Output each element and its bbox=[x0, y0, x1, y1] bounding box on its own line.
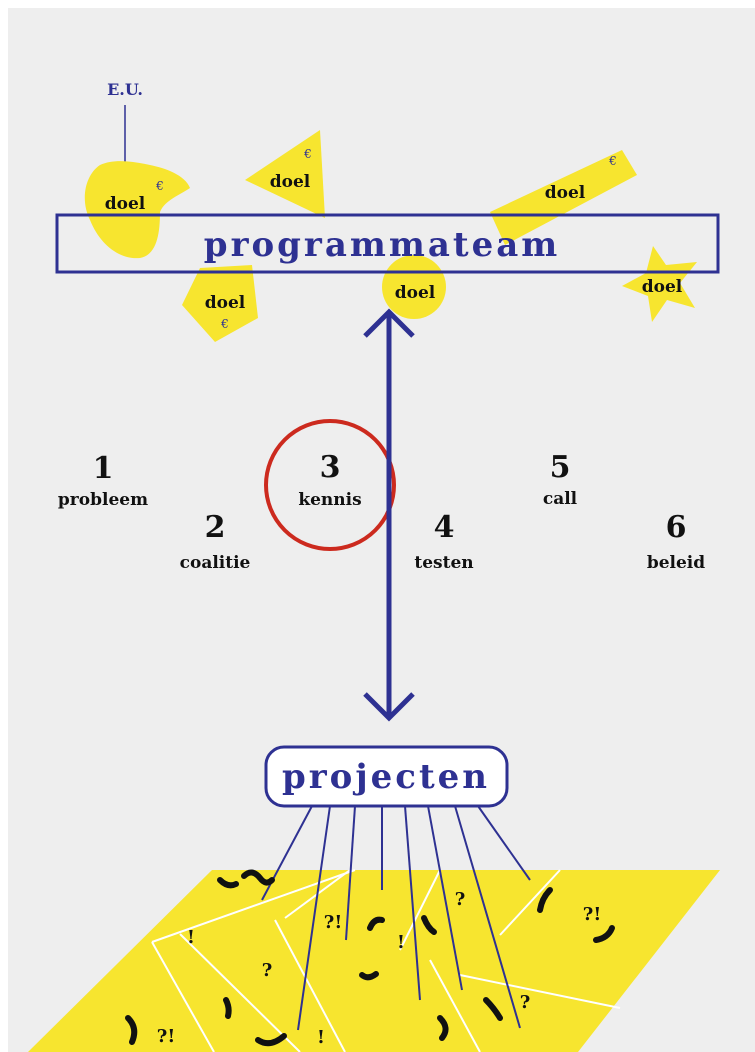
mark-exclaim-2: ! bbox=[397, 932, 405, 953]
goal-triangle-shape bbox=[245, 130, 325, 218]
step-4-label: testen bbox=[414, 553, 473, 573]
step-5-label: call bbox=[543, 489, 578, 509]
goal-star-label: doel bbox=[642, 277, 683, 297]
projecten-box bbox=[264, 745, 509, 808]
goal-star-shape bbox=[622, 246, 697, 322]
goal-bar-shape bbox=[490, 150, 637, 245]
projecten-label: projecten bbox=[282, 757, 490, 797]
mark-question-3: ? bbox=[520, 992, 531, 1013]
programmateam-box bbox=[55, 213, 720, 274]
mark-interrobang-1: ?! bbox=[324, 912, 342, 933]
step-3-label: kennis bbox=[298, 490, 361, 510]
goal-pentagon-euro: € bbox=[220, 317, 229, 331]
step-4-number: 4 bbox=[434, 510, 455, 545]
step-6-number: 6 bbox=[666, 510, 687, 545]
step-5-number: 5 bbox=[550, 450, 571, 485]
mark-interrobang-3: ?! bbox=[157, 1026, 175, 1047]
goal-bar-label: doel bbox=[545, 183, 586, 203]
step-2-label: coalitie bbox=[180, 553, 251, 573]
mark-exclaim-1: ! bbox=[187, 927, 195, 948]
goal-pentagon-label: doel bbox=[205, 293, 246, 313]
mark-question-1: ? bbox=[455, 889, 466, 910]
goal-blob-shape bbox=[84, 161, 190, 259]
main-arrow-head-bottom bbox=[363, 692, 415, 722]
mark-question-2: ? bbox=[262, 960, 273, 981]
main-arrow-head-top bbox=[363, 308, 415, 338]
step-3-number: 3 bbox=[320, 450, 341, 485]
goal-blob-label: doel bbox=[105, 194, 146, 214]
programmateam-label: programmateam bbox=[204, 225, 560, 265]
goal-triangle-label: doel bbox=[270, 172, 311, 192]
goal-triangle-euro: € bbox=[303, 147, 312, 161]
step-2-number: 2 bbox=[205, 510, 226, 545]
goal-bar-euro: € bbox=[608, 154, 617, 168]
mark-interrobang-2: ?! bbox=[583, 904, 601, 925]
goal-circle-label: doel bbox=[395, 283, 436, 303]
mark-exclaim-3: ! bbox=[317, 1027, 325, 1048]
eu-label: E.U. bbox=[107, 80, 143, 99]
step-6-label: beleid bbox=[647, 553, 705, 573]
step-1-number: 1 bbox=[93, 451, 114, 486]
goal-blob-euro: € bbox=[155, 179, 164, 193]
field-squiggles bbox=[125, 869, 615, 1047]
step-3-highlight-circle bbox=[264, 419, 396, 551]
project-links bbox=[261, 805, 531, 1031]
goal-pentagon-shape bbox=[182, 265, 258, 342]
step-1-label: probleem bbox=[58, 490, 148, 510]
project-field bbox=[28, 870, 720, 1052]
